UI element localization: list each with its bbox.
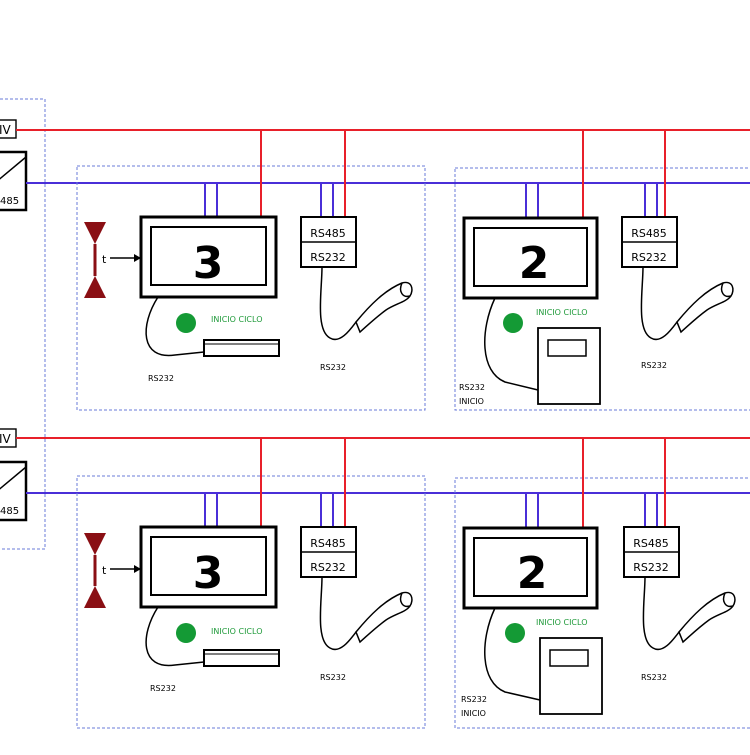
scanner-head <box>720 282 732 298</box>
station-3: 3 RS485 RS232 t INICIO CICLO RS232 <box>76 438 426 729</box>
module-top-label: RS485 <box>633 537 669 550</box>
scanner-head <box>399 282 411 298</box>
display-cable-label: RS232 <box>459 383 485 392</box>
terminal-box-icon <box>537 327 601 405</box>
barcode-scanner-icon <box>678 591 736 644</box>
module-cable <box>319 576 357 651</box>
module-cable-label: RS232 <box>320 363 346 372</box>
scanner-head <box>722 592 734 608</box>
display-cable-label: RS232 <box>150 684 176 693</box>
barcode-scanner-icon <box>355 591 413 644</box>
scanner-body <box>355 281 413 334</box>
converter-box <box>0 460 28 522</box>
module-top-label: RS485 <box>310 537 346 550</box>
keypad-bar <box>203 339 280 357</box>
scanner-body <box>355 591 413 644</box>
display-number: 3 <box>193 548 224 599</box>
display-cable <box>145 606 205 667</box>
module-cable <box>640 266 678 341</box>
station-border <box>454 167 750 411</box>
valve-arrow-head <box>134 565 141 573</box>
solenoid-valve-icon: t <box>84 222 141 298</box>
row-1: IV 485 3 RS485 <box>0 119 750 411</box>
valve-label: t <box>102 253 107 266</box>
station-3: 3 RS485 RS232 t INICIO CICLO <box>76 130 426 411</box>
terminal-screen <box>547 339 587 357</box>
start-button-icon <box>505 623 525 643</box>
display-screen <box>150 226 267 286</box>
scanner-body <box>676 281 734 334</box>
display-cable <box>484 297 539 391</box>
valve-top-triangle <box>84 533 106 555</box>
module-cable <box>319 266 357 341</box>
start-button-icon <box>176 313 196 333</box>
converter-label: 485 <box>0 506 19 517</box>
module-cable-label: RS232 <box>641 361 667 370</box>
rs485-converter: 485 <box>0 150 28 212</box>
module-bottom-label: RS232 <box>310 251 346 264</box>
supply-label: IV <box>0 123 12 137</box>
display-cable-label: RS232 <box>148 374 174 383</box>
station-border <box>454 477 750 729</box>
controller-cluster-border <box>0 98 46 550</box>
station-border <box>76 165 426 411</box>
display-number: 3 <box>193 238 224 289</box>
start-button-icon <box>176 623 196 643</box>
valve-label: t <box>102 564 107 577</box>
terminal-box-icon <box>539 637 603 715</box>
start-button-icon <box>503 313 523 333</box>
module-top-label: RS485 <box>631 227 667 240</box>
solenoid-valve-icon: t <box>84 533 141 608</box>
valve-top-triangle <box>84 222 106 244</box>
valve-bottom-triangle <box>84 586 106 608</box>
valve-arrow-head <box>134 254 141 262</box>
station-2: 2 RS485 RS232 INICIO CICLO RS232 INICIO … <box>454 438 750 729</box>
module-bottom-label: RS232 <box>631 251 667 264</box>
supply-label: IV <box>0 432 12 446</box>
start-label: INICIO CICLO <box>211 627 263 636</box>
barcode-scanner-icon <box>676 281 734 334</box>
display-screen <box>150 536 267 596</box>
start-label: INICIO CICLO <box>211 315 263 324</box>
rs485-converter: 485 <box>0 460 28 522</box>
display-cable <box>484 607 541 701</box>
module-cable-label: RS232 <box>641 673 667 682</box>
start-label: INICIO CICLO <box>536 308 588 317</box>
valve-bottom-triangle <box>84 276 106 298</box>
converter-label: 485 <box>0 196 19 207</box>
extra-label: INICIO <box>461 709 486 718</box>
start-label: INICIO CICLO <box>536 618 588 627</box>
scanner-body <box>678 591 736 644</box>
module-cable <box>642 576 680 651</box>
barcode-scanner-icon <box>355 281 413 334</box>
scanner-head <box>399 592 411 608</box>
module-top-label: RS485 <box>310 227 346 240</box>
display-cable <box>145 296 205 357</box>
keypad-bar <box>203 649 280 667</box>
converter-box <box>0 150 28 212</box>
station-2: 2 RS485 RS232 INICIO CICLO RS232 INICIO <box>454 130 750 411</box>
display-screen <box>473 227 588 287</box>
converter-diagonal <box>0 156 27 180</box>
display-number: 2 <box>519 238 550 289</box>
converter-diagonal <box>0 466 27 490</box>
display-screen <box>473 537 588 597</box>
module-bottom-label: RS232 <box>633 561 669 574</box>
display-cable-label: RS232 <box>461 695 487 704</box>
extra-label: INICIO <box>459 397 484 406</box>
module-bottom-label: RS232 <box>310 561 346 574</box>
display-number: 2 <box>517 548 548 599</box>
terminal-screen <box>549 649 589 667</box>
module-cable-label: RS232 <box>320 673 346 682</box>
row-2: IV 485 3 RS485 RS232 <box>0 428 750 729</box>
